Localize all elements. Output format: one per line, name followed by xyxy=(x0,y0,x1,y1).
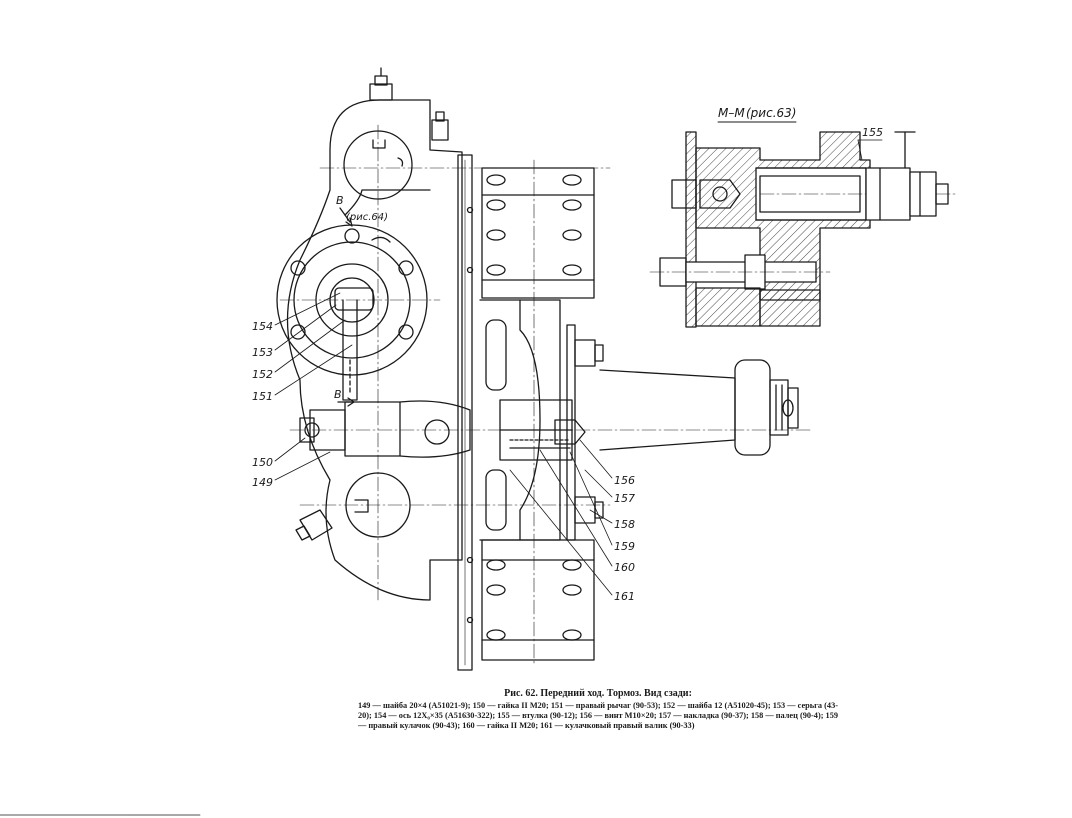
callout-160: 160 xyxy=(614,561,635,574)
callout-leaders xyxy=(274,292,613,596)
callout-151: 151 xyxy=(252,390,273,403)
section-title: М–М xyxy=(718,106,745,120)
center-lines xyxy=(279,124,811,666)
lower-shoe-block xyxy=(481,539,595,661)
main-housing xyxy=(276,67,474,671)
callout-158: 158 xyxy=(614,518,635,531)
caption-title: Рис. 62. Передний ход. Тормоз. Вид сзади… xyxy=(504,688,692,699)
callout-154: 154 xyxy=(252,320,273,333)
callout-152: 152 xyxy=(252,368,273,381)
axle-hub xyxy=(599,359,799,456)
callout-156: 156 xyxy=(614,474,635,487)
callout-149: 149 xyxy=(252,476,273,489)
central-web xyxy=(479,299,586,541)
lower-bolt xyxy=(295,509,333,541)
section-fig-ref: (рис.63) xyxy=(746,106,796,120)
top-bolt xyxy=(369,67,449,141)
section-marker-b xyxy=(337,207,355,407)
lever-151 xyxy=(342,299,358,401)
callout-159: 159 xyxy=(614,540,635,553)
section-b-top-label: B xyxy=(336,194,344,207)
callout-157: 157 xyxy=(614,492,635,505)
callout-150: 150 xyxy=(252,456,273,469)
caption-legend: 149 — шайба 20×4 (А51021-9); 150 — гайка… xyxy=(358,701,838,730)
callout-155: 155 xyxy=(862,126,883,139)
callout-161: 161 xyxy=(614,590,635,603)
figure-caption: Рис. 62. Передний ход. Тормоз. Вид сзади… xyxy=(358,688,838,731)
upper-shoe-block xyxy=(481,167,595,299)
callout-153: 153 xyxy=(252,346,273,359)
fig64-ref: (рис.64) xyxy=(346,212,388,223)
section-b-bottom-label: B xyxy=(334,388,342,401)
back-plate xyxy=(457,154,473,671)
section-view-mm: М–М (рис.63) 155 xyxy=(649,106,956,328)
camshaft-assembly xyxy=(299,400,471,458)
